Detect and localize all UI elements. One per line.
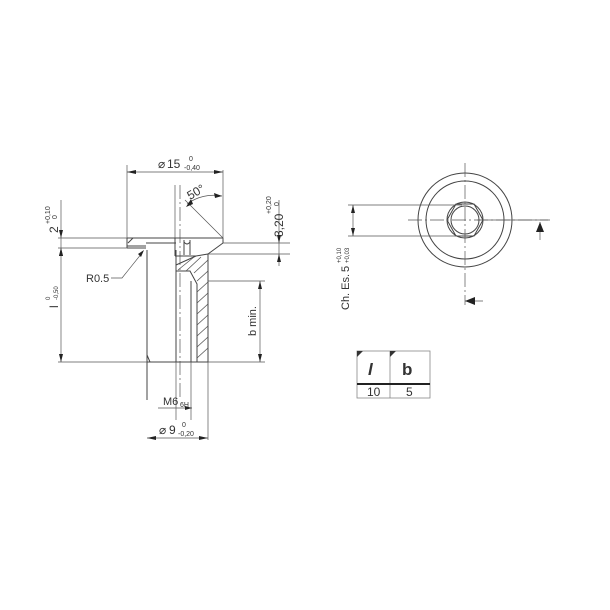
fillet-radius-callout: R0.5 bbox=[86, 250, 144, 285]
dim-head-height: 3,20 +0,20 0 bbox=[266, 196, 286, 266]
head-angle-value: 50° bbox=[185, 181, 208, 202]
dim-head-diameter: ⌀ 15 0 -0,40 bbox=[127, 156, 223, 174]
table-header-b: b bbox=[402, 360, 412, 379]
shank-tol-upper: 0 bbox=[182, 422, 186, 429]
head-diameter-value: 15 bbox=[167, 157, 181, 171]
side-view: ⌀ 15 0 -0,40 50° 3,20 +0,20 0 2 +0, bbox=[45, 156, 290, 440]
head-diameter-tol-lower: -0,40 bbox=[184, 165, 200, 172]
flange-thickness-value: 2 bbox=[47, 226, 61, 233]
diameter-symbol: ⌀ bbox=[158, 157, 165, 171]
fillet-radius-value: R0.5 bbox=[86, 273, 109, 285]
dim-flange-thickness: 2 +0,10 0 bbox=[45, 200, 63, 256]
table-cell-b: 5 bbox=[406, 385, 413, 399]
head-height-tol-lower: 0 bbox=[274, 202, 281, 206]
table-header-l: l bbox=[368, 360, 374, 379]
diameter-symbol: ⌀ bbox=[159, 423, 166, 437]
dim-shank-diameter: ⌀ 9 0 -0,20 bbox=[147, 422, 208, 440]
thread-size: M6 bbox=[163, 396, 178, 408]
shank-diameter-value: 9 bbox=[169, 423, 176, 437]
dimension-table: l b 10 5 bbox=[356, 350, 431, 399]
length-value: l bbox=[47, 305, 61, 308]
length-tol-lower: -0,50 bbox=[54, 286, 60, 300]
hex-socket bbox=[174, 238, 196, 257]
dim-thread-depth: b min. bbox=[247, 281, 262, 362]
shank-outline bbox=[146, 250, 209, 440]
length-tol-upper: 0 bbox=[46, 296, 52, 300]
head-height-value: 3,20 bbox=[272, 213, 286, 237]
hex-key-tol-upper: +0,10 bbox=[337, 247, 343, 263]
thread-depth-value: b min. bbox=[247, 306, 259, 336]
hex-key-label: Ch. Es. bbox=[340, 274, 352, 310]
dim-head-angle: 50° bbox=[185, 181, 223, 207]
flange-tol-upper: +0,10 bbox=[45, 206, 52, 224]
hex-key-tol-lower: +0,03 bbox=[345, 247, 351, 263]
dim-hex-key: Ch. Es. 5 +0,10 +0,03 bbox=[337, 205, 355, 310]
section-hatch bbox=[175, 253, 209, 363]
hex-key-value: 5 bbox=[340, 266, 352, 272]
flange-tol-lower: 0 bbox=[52, 215, 59, 219]
head-diameter-tol-upper: 0 bbox=[189, 156, 193, 163]
thread-class: 6H bbox=[180, 402, 189, 409]
thread-callout: M6 6H bbox=[158, 396, 192, 410]
shank-tol-lower: -0,20 bbox=[178, 431, 194, 438]
top-view: Ch. Es. 5 +0,10 +0,03 bbox=[337, 163, 550, 310]
head-height-tol-upper: +0,20 bbox=[266, 196, 273, 214]
dim-length: l 0 -0,50 bbox=[46, 248, 63, 362]
table-cell-l: 10 bbox=[367, 385, 381, 399]
